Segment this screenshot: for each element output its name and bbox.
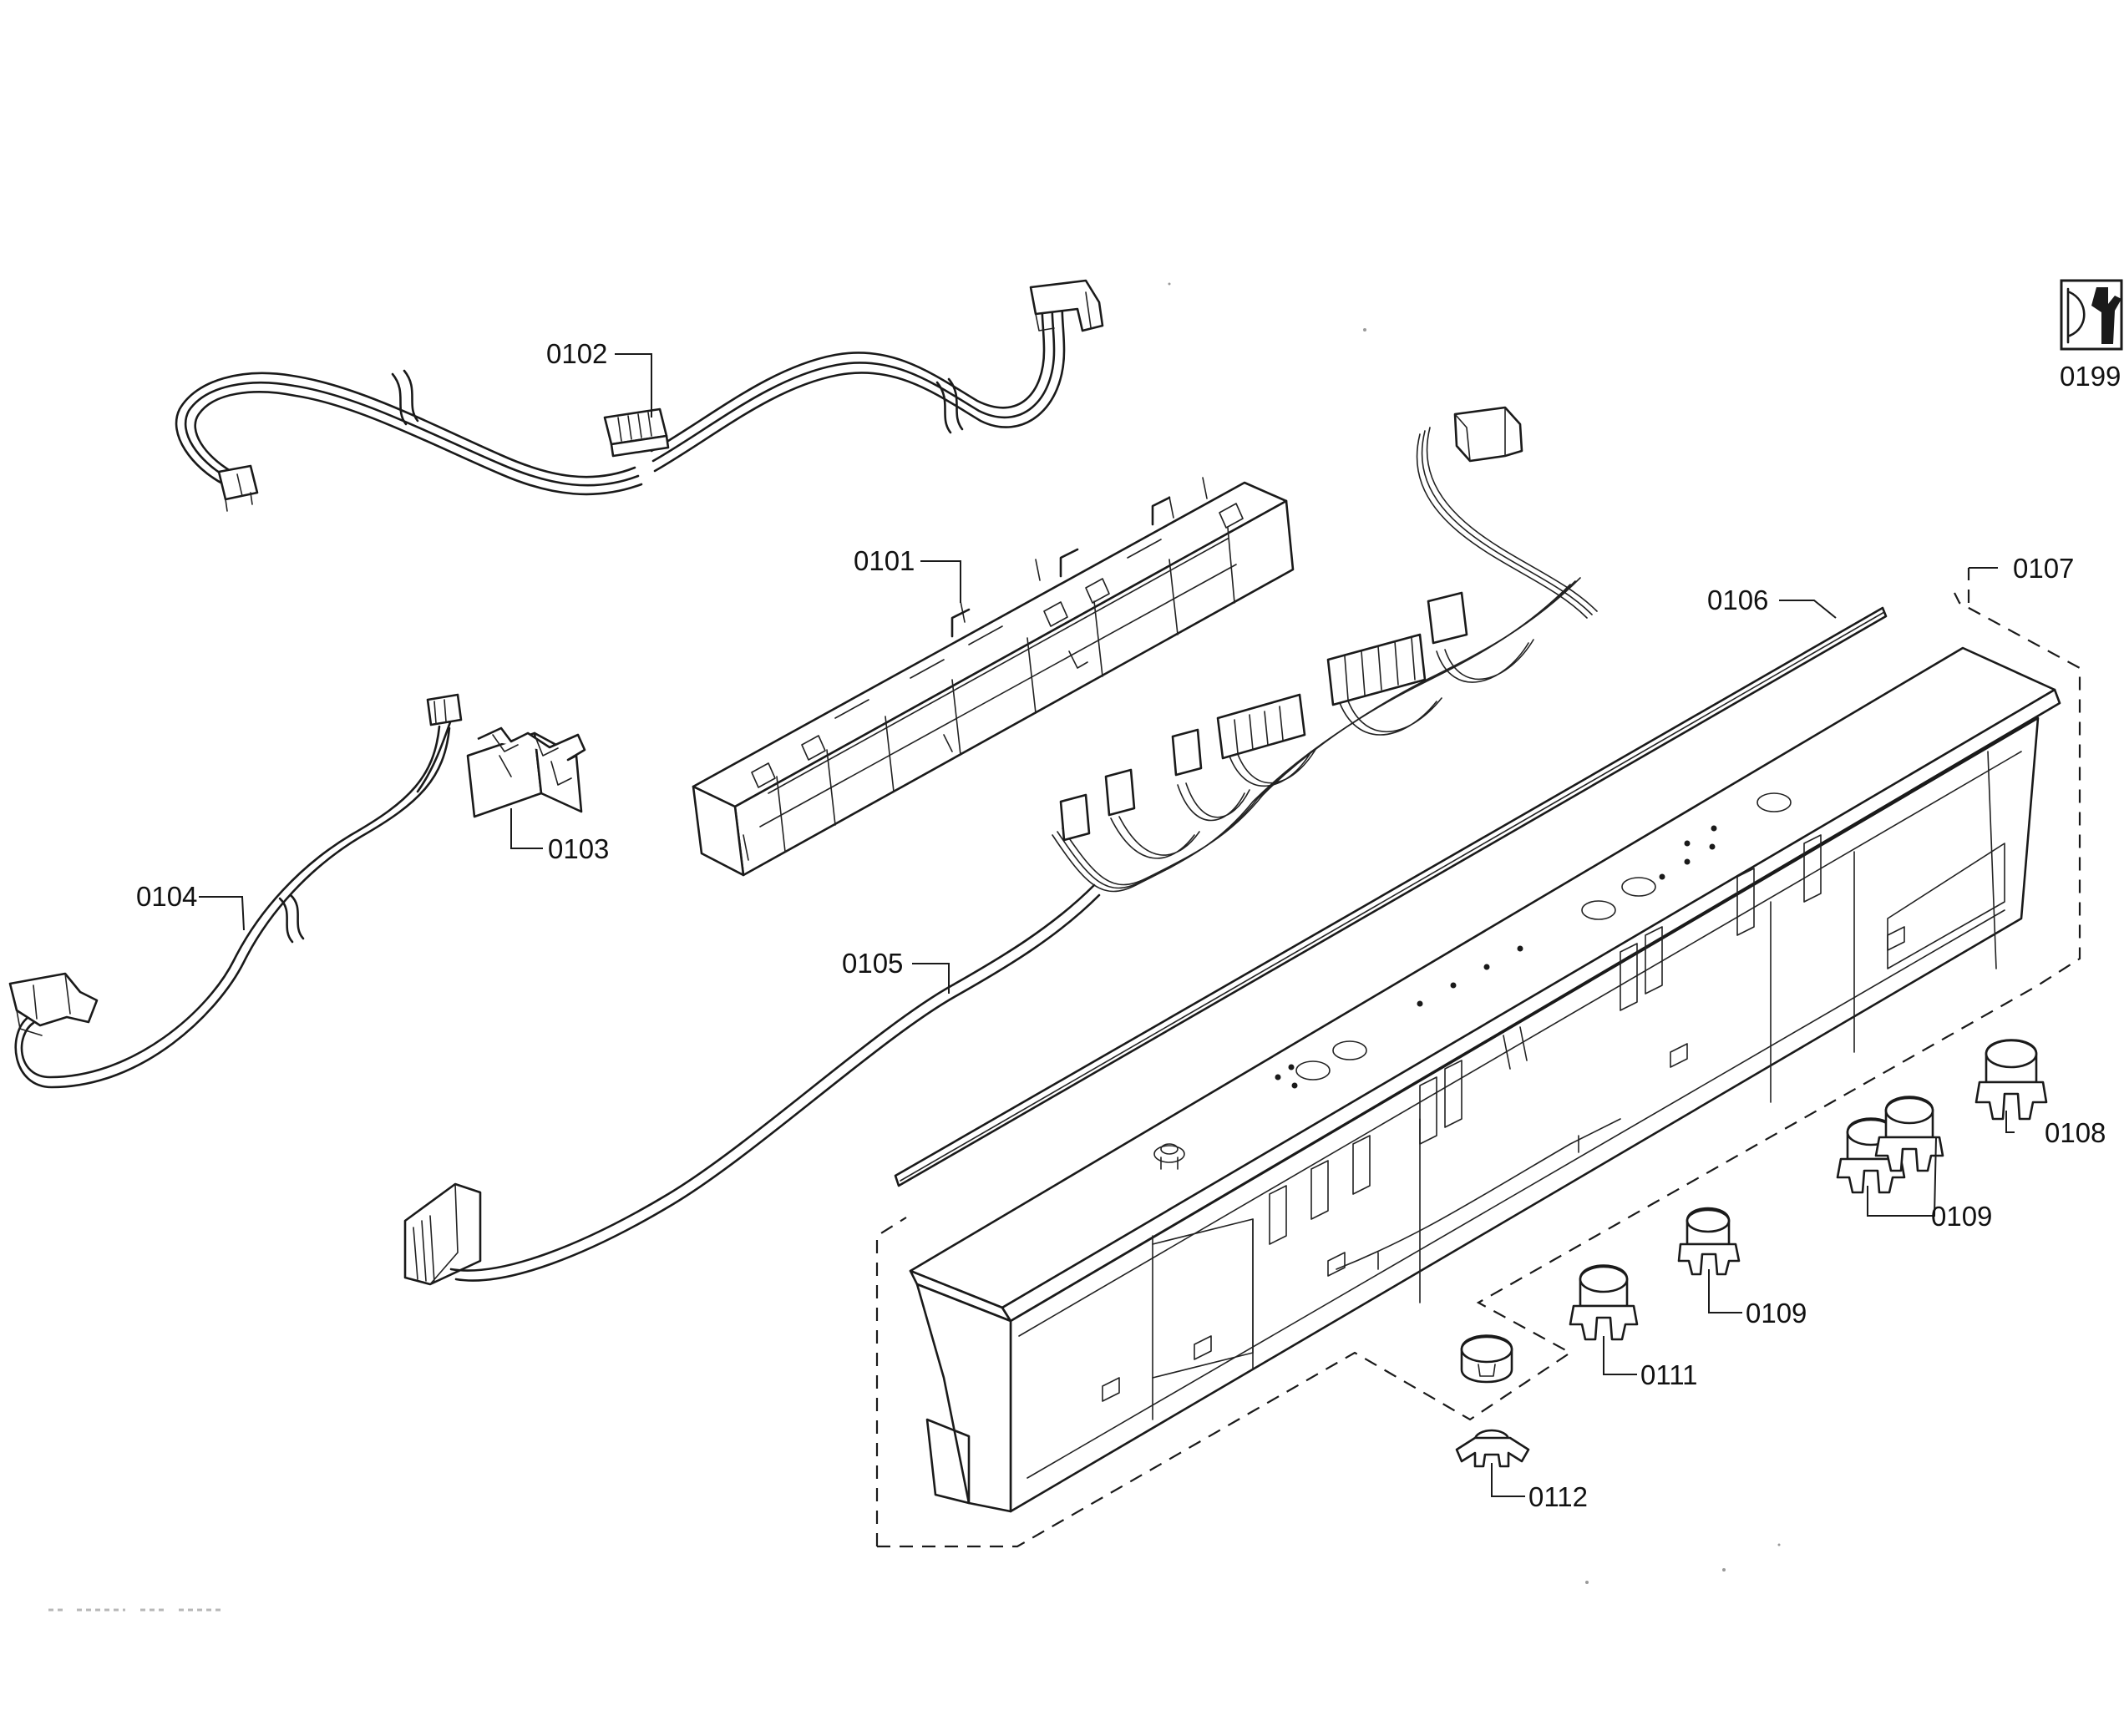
label-0105: 0105 xyxy=(842,948,903,979)
button-cap[interactable] xyxy=(1460,1334,1513,1384)
push-button-0108[interactable] xyxy=(1974,1039,2048,1121)
label-0111: 0111 xyxy=(1640,1359,1698,1390)
label-0102: 0102 xyxy=(546,338,607,369)
leader-lines xyxy=(199,353,2015,1497)
push-button-0109[interactable] xyxy=(1677,1207,1741,1276)
wiring-harness-0104[interactable] xyxy=(8,725,451,1089)
control-module-0101[interactable] xyxy=(692,477,1295,877)
label-0103: 0103 xyxy=(548,833,609,864)
scan-specks xyxy=(48,282,1781,1612)
push-button-0109-pair[interactable] xyxy=(1836,1096,1944,1194)
label-0109-a: 0109 xyxy=(1931,1201,1992,1232)
door-switch-0103[interactable] xyxy=(416,693,586,818)
label-0108: 0108 xyxy=(2045,1117,2106,1148)
label-0101: 0101 xyxy=(854,545,915,576)
push-button-0111[interactable] xyxy=(1569,1264,1639,1341)
label-0109-b: 0109 xyxy=(1746,1298,1807,1329)
label-0199: 0199 xyxy=(2060,361,2121,392)
wrench-icon xyxy=(2060,279,2123,351)
wiring-harness-0102[interactable] xyxy=(175,279,1104,512)
label-0106: 0106 xyxy=(1707,585,1768,615)
assembly-boundary xyxy=(875,568,2081,1548)
button-holder-0112[interactable] xyxy=(1455,1429,1530,1468)
label-0112: 0112 xyxy=(1528,1481,1588,1512)
label-0107: 0107 xyxy=(2013,553,2074,584)
display-cable-0105[interactable] xyxy=(403,406,1598,1286)
gasket-strip-0106[interactable] xyxy=(894,606,1888,1187)
label-0104: 0104 xyxy=(136,881,197,912)
control-panel-0107[interactable] xyxy=(909,646,2061,1513)
